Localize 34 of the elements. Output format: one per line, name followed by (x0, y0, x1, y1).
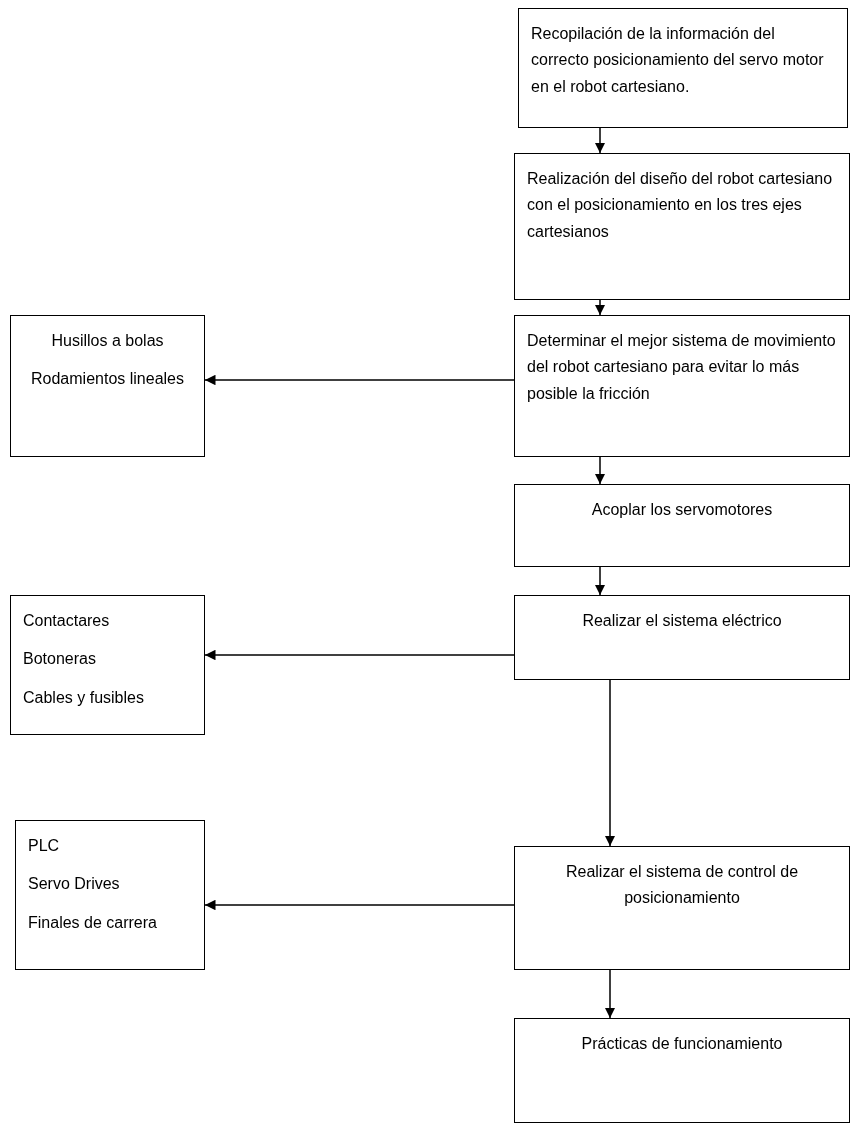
arrow (204, 374, 515, 386)
step-text: Realizar el sistema de control de posicionamiento (564, 862, 800, 909)
list-box (10, 595, 205, 735)
list-item: Rodamientos lineales (31, 369, 184, 390)
process-box (514, 484, 850, 567)
step-text: Prácticas de funcionamiento (581, 1034, 783, 1054)
process-box (514, 315, 850, 457)
step-text: Acoplar los servomotores (591, 500, 773, 520)
list-box (10, 315, 205, 457)
list-item: PLC (28, 836, 60, 856)
step-text: Realizar el sistema eléctrico (582, 611, 782, 631)
list-box (15, 820, 205, 970)
arrow (604, 969, 616, 1019)
step-text: Realización del diseño del robot cartesiano con el posicionamiento en los tres ejes cartesianos (527, 169, 834, 242)
list-item: Cables y fusibles (23, 687, 144, 708)
step-text: Determinar el mejor sistema de movimiento del robot cartesiano para evitar lo más posible la fricción (527, 331, 837, 404)
arrow (204, 899, 515, 911)
list-item: Botoneras (23, 649, 96, 670)
list-item: Finales de carrera (28, 912, 157, 933)
arrow (594, 127, 606, 154)
arrow (204, 649, 515, 661)
process-box (514, 595, 850, 680)
process-box (518, 8, 848, 128)
list-item: Husillos a bolas (51, 331, 164, 351)
list-item: Servo Drives (28, 874, 120, 895)
arrow (604, 679, 616, 847)
process-box (514, 846, 850, 970)
list-item: Contactares (23, 611, 110, 631)
process-box (514, 1018, 850, 1123)
step-text: Recopilación de la información del correcto posicionamiento del servo motor en el robot cartesiano. (531, 24, 825, 97)
arrow (594, 456, 606, 485)
arrow (594, 299, 606, 316)
arrow (594, 566, 606, 596)
process-box (514, 153, 850, 300)
